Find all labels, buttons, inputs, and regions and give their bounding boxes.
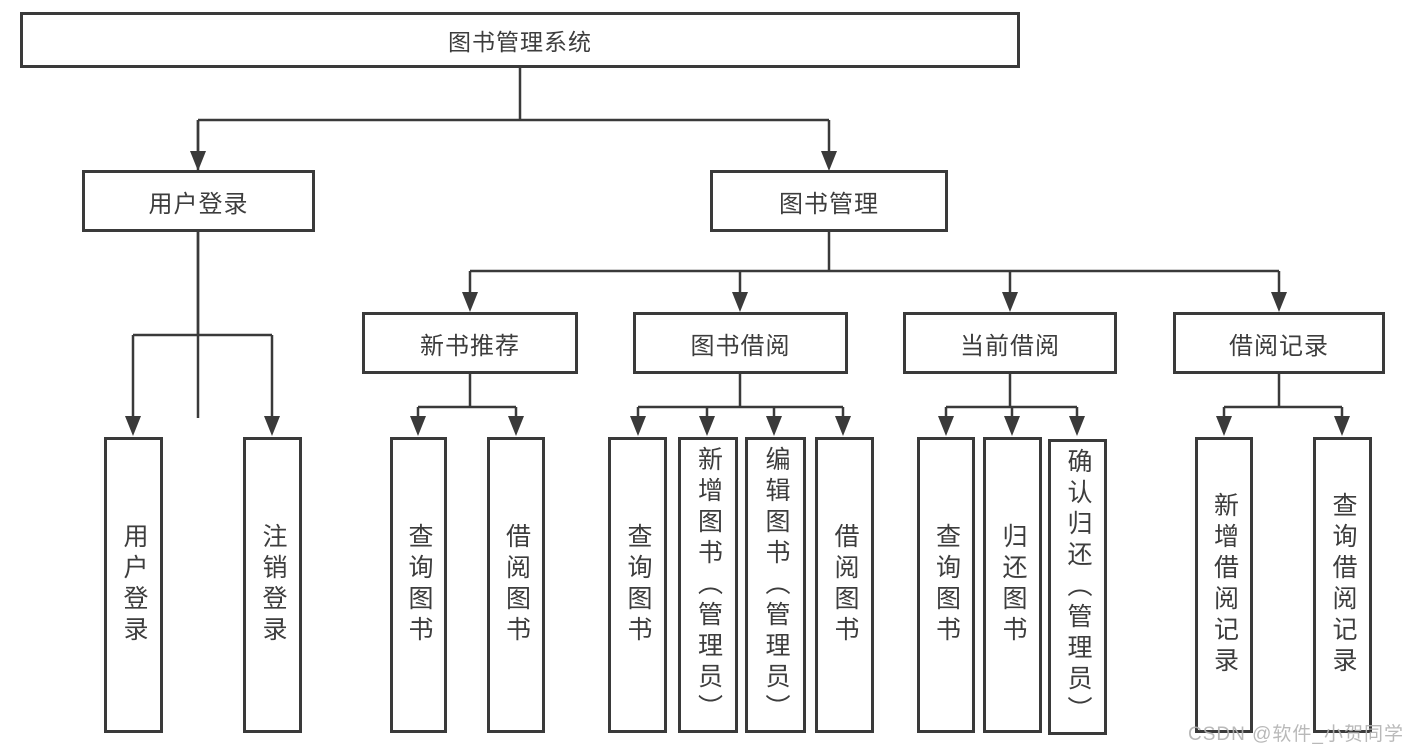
leaf-label: 借阅图书 (831, 523, 859, 647)
leaf-confirm-return-admin: 确认归还（管理员） (1048, 439, 1107, 735)
leaf-label: 新增图书（管理员） (694, 445, 723, 725)
watermark: CSDN @软件_小贺同学 (1188, 724, 1404, 745)
leaf-return-books: 归还图书 (983, 437, 1042, 733)
leaf-logout: 注销登录 (243, 437, 302, 733)
node-book-borrow: 图书借阅 (633, 312, 848, 374)
leaf-query-books-borrow: 查询图书 (608, 437, 667, 733)
leaf-add-books-admin: 新增图书（管理员） (678, 437, 738, 733)
leaf-label: 查询图书 (932, 523, 961, 647)
node-book-management: 图书管理 (710, 170, 948, 232)
leaf-label: 归还图书 (999, 523, 1027, 647)
node-root-label: 图书管理系统 (448, 29, 592, 55)
leaf-query-books-recommend: 查询图书 (390, 437, 447, 733)
node-book-management-label: 图书管理 (779, 190, 879, 218)
leaf-label: 查询借阅记录 (1329, 492, 1357, 678)
leaf-label: 新增借阅记录 (1210, 492, 1239, 678)
leaf-label: 注销登录 (259, 523, 287, 647)
leaf-add-borrow-record: 新增借阅记录 (1195, 437, 1253, 733)
node-root: 图书管理系统 (20, 12, 1020, 68)
node-borrow-records-label: 借阅记录 (1229, 332, 1329, 360)
node-current-borrow: 当前借阅 (903, 312, 1117, 374)
leaf-label: 用户登录 (120, 523, 148, 647)
leaf-user-login: 用户登录 (104, 437, 163, 733)
leaf-label: 编辑图书（管理员） (762, 445, 790, 725)
node-user-login: 用户登录 (82, 170, 315, 232)
leaf-query-borrow-record: 查询借阅记录 (1313, 437, 1372, 733)
leaf-edit-books-admin: 编辑图书（管理员） (745, 437, 806, 733)
leaf-label: 查询图书 (624, 523, 652, 647)
leaf-borrow-books: 借阅图书 (815, 437, 874, 733)
leaf-borrow-books-recommend: 借阅图书 (487, 437, 545, 733)
node-new-book-recommend-label: 新书推荐 (420, 332, 520, 360)
node-current-borrow-label: 当前借阅 (960, 332, 1060, 360)
node-user-login-label: 用户登录 (148, 190, 249, 218)
leaf-query-books-current: 查询图书 (917, 437, 975, 733)
node-new-book-recommend: 新书推荐 (362, 312, 578, 374)
leaf-label: 借阅图书 (502, 523, 531, 647)
node-borrow-records: 借阅记录 (1173, 312, 1385, 374)
leaf-label: 查询图书 (405, 523, 433, 647)
leaf-label: 确认归还（管理员） (1064, 447, 1092, 727)
arrowheads (125, 151, 1350, 436)
node-book-borrow-label: 图书借阅 (690, 332, 791, 360)
